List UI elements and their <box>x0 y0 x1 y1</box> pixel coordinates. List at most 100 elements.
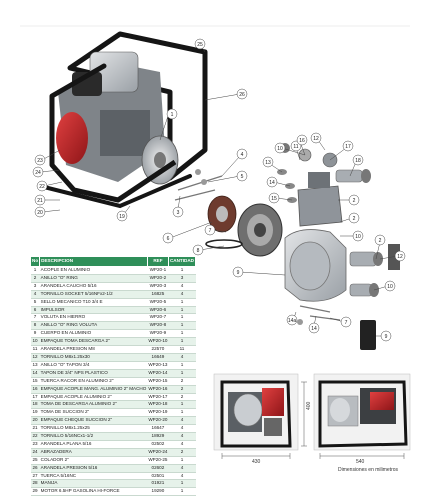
cell-qty: 1 <box>168 329 196 339</box>
cell-ref: WP20-7 <box>147 313 169 323</box>
callout-shaft-c: 5 <box>207 170 248 183</box>
cell-qty: 4 <box>168 353 196 362</box>
callout-shaft-a: 3 <box>172 195 184 218</box>
callout-shaft-b: 4 <box>221 148 248 177</box>
cell-ref: 22570 <box>147 345 169 354</box>
callout-18: 18 <box>349 154 364 177</box>
cell-ref: WP20-19 <box>147 408 169 418</box>
cell-ref: WP20-13 <box>147 361 169 370</box>
cell-qty: 4 <box>168 472 196 481</box>
svg-text:12: 12 <box>313 136 319 142</box>
cell-ref: 02602 <box>147 464 169 473</box>
cell-qty: 4 <box>168 282 196 291</box>
callout-base-left: 22 <box>36 180 63 192</box>
cell-ref: 19290 <box>147 487 169 497</box>
callout-14b: 14 <box>308 315 320 334</box>
callout-volute: 9 <box>232 266 286 278</box>
svg-text:15: 15 <box>271 196 277 202</box>
cell-no: 25 <box>30 456 40 465</box>
cell-desc: SELLO MECANICO T10 3/4 E <box>39 298 148 307</box>
callout-bolt-b: 20 <box>34 206 61 218</box>
cell-no: 7 <box>30 313 40 323</box>
cell-desc: ARANDELA PLANA 5/16 <box>39 440 148 449</box>
cell-desc: ARANDELA PRESION M8 <box>39 345 148 354</box>
cell-desc: TAPON DE 3/4" NPS PLASTICO <box>39 369 148 378</box>
cell-ref: WP20-18 <box>147 400 169 410</box>
callout-12: 12 <box>310 132 326 151</box>
cell-ref: WP20-17 <box>147 393 169 402</box>
cell-no: 6 <box>30 306 40 315</box>
cell-no: 13 <box>30 361 40 370</box>
cell-qty: 1 <box>168 306 196 315</box>
cell-desc: EMPAQUE CHEQUE SUCCION 2" <box>39 416 148 426</box>
cell-desc: ANILLO "O" RING VOLUTA <box>39 321 148 331</box>
cell-qty: 2 <box>168 377 196 386</box>
cell-qty: 1 <box>168 408 196 418</box>
svg-text:12: 12 <box>397 254 403 260</box>
cell-desc: TORNILLO M8x1.25x25 <box>39 424 148 434</box>
callout-frame-top: 26 <box>204 88 248 101</box>
cell-qty: 4 <box>168 432 196 441</box>
cell-ref: WP20-14 <box>147 369 169 378</box>
cell-qty: 1 <box>168 456 196 465</box>
cell-no: 10 <box>30 337 40 347</box>
cell-qty: 11 <box>168 345 196 354</box>
cell-no: 19 <box>30 408 40 418</box>
cell-qty: 1 <box>168 400 196 410</box>
cell-no: 8 <box>30 321 40 331</box>
svg-text:2: 2 <box>353 216 356 222</box>
cell-no: 22 <box>30 432 40 441</box>
callout-engine-a: 23 <box>34 149 61 166</box>
callout-engine-b: 24 <box>32 166 61 178</box>
callout-14a: 14a <box>286 311 298 326</box>
cell-desc: ANILLO "O" TAPON 3/4 <box>39 361 148 370</box>
svg-text:11: 11 <box>293 144 298 150</box>
callout-2: 2 <box>338 194 360 206</box>
callout-impeller: 8 <box>192 244 225 256</box>
cell-ref: 16647 <box>147 424 169 434</box>
svg-text:6: 6 <box>167 236 170 242</box>
cell-qty: 4 <box>168 290 196 299</box>
svg-text:18: 18 <box>355 158 361 164</box>
cell-no: 5 <box>30 298 40 307</box>
cell-qty: 1 <box>168 361 196 370</box>
svg-text:22: 22 <box>39 184 45 190</box>
cell-qty: 2 <box>168 448 196 457</box>
cell-desc: VOLUTA EN HIERRO <box>39 313 148 323</box>
svg-text:7: 7 <box>345 320 348 326</box>
svg-text:19: 19 <box>119 214 125 220</box>
cell-ref: WP20-5 <box>147 298 169 307</box>
cell-qty: 4 <box>168 464 196 473</box>
cell-desc: COLADOR 2" <box>39 456 148 465</box>
cell-desc: TUERCA 5/16NC <box>39 472 148 481</box>
pump-exploded-parts <box>174 143 400 350</box>
engine-assembly <box>38 31 208 209</box>
callout-2b: 2 <box>339 212 360 224</box>
cell-qty: 3 <box>168 274 196 283</box>
cell-no: 3 <box>30 282 40 291</box>
cell-no: 21 <box>30 424 40 434</box>
cell-ref: WP20-6 <box>147 306 169 315</box>
cell-qty: 1 <box>168 313 196 323</box>
callout-17: 17 <box>329 140 354 161</box>
cell-no: 1 <box>30 266 40 275</box>
cell-ref: WP20-1 <box>147 266 169 275</box>
cell-desc: IMPULSOR <box>39 306 148 315</box>
cell-no: 28 <box>30 479 40 489</box>
cell-no: 2 <box>30 274 40 283</box>
callout-10b: 10 <box>340 230 364 242</box>
header-desc: DESCRIPCION <box>39 256 148 267</box>
cell-ref: WP20-25 <box>147 456 169 465</box>
cell-no: 4 <box>30 290 40 299</box>
svg-text:4: 4 <box>241 152 244 158</box>
dimension-width-side: 540 <box>356 459 365 465</box>
svg-text:8: 8 <box>197 248 200 254</box>
